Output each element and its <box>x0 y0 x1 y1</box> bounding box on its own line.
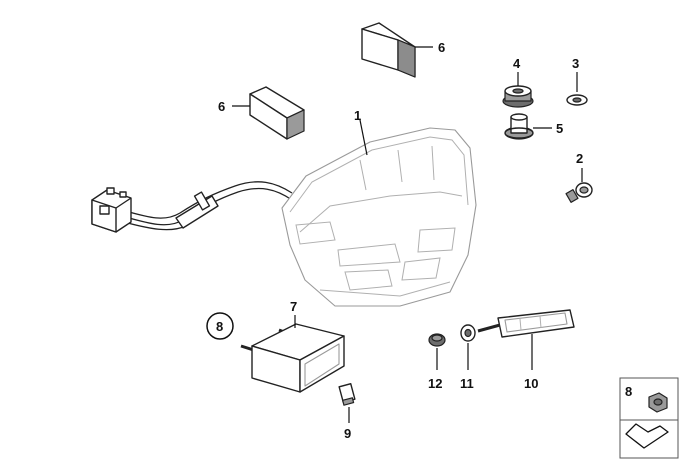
label-4: 4 <box>513 56 521 71</box>
label-10: 10 <box>524 376 538 391</box>
rubber-block-left[interactable] <box>249 86 305 140</box>
bushing[interactable] <box>504 113 534 140</box>
label-6-upper: 6 <box>438 40 445 55</box>
reflector[interactable] <box>240 323 345 393</box>
washer[interactable] <box>460 324 476 342</box>
label-8-circle-text: 8 <box>216 319 223 334</box>
bulb[interactable] <box>338 383 356 406</box>
label-12: 12 <box>428 376 442 391</box>
rubber-block-upper[interactable] <box>361 22 416 78</box>
arrow-icon <box>625 423 669 449</box>
legend-nut <box>648 392 668 413</box>
legend-box: 8 <box>619 377 679 459</box>
grommet[interactable] <box>502 85 534 108</box>
label-11: 11 <box>460 376 474 391</box>
nut[interactable] <box>428 333 446 347</box>
label-8-circled: 8 <box>206 312 234 340</box>
label-2: 2 <box>576 151 583 166</box>
label-3: 3 <box>572 56 579 71</box>
legend-label-8: 8 <box>625 384 632 399</box>
label-9: 9 <box>344 426 351 441</box>
label-7: 7 <box>290 299 297 314</box>
connector-plug[interactable] <box>91 187 132 233</box>
license-plate-lamp[interactable] <box>477 309 575 338</box>
label-6-left: 6 <box>218 99 225 114</box>
washer-small[interactable] <box>566 94 588 106</box>
tail-light[interactable] <box>91 127 477 307</box>
label-1: 1 <box>354 108 361 123</box>
screw[interactable] <box>565 182 593 203</box>
label-5: 5 <box>556 121 563 136</box>
